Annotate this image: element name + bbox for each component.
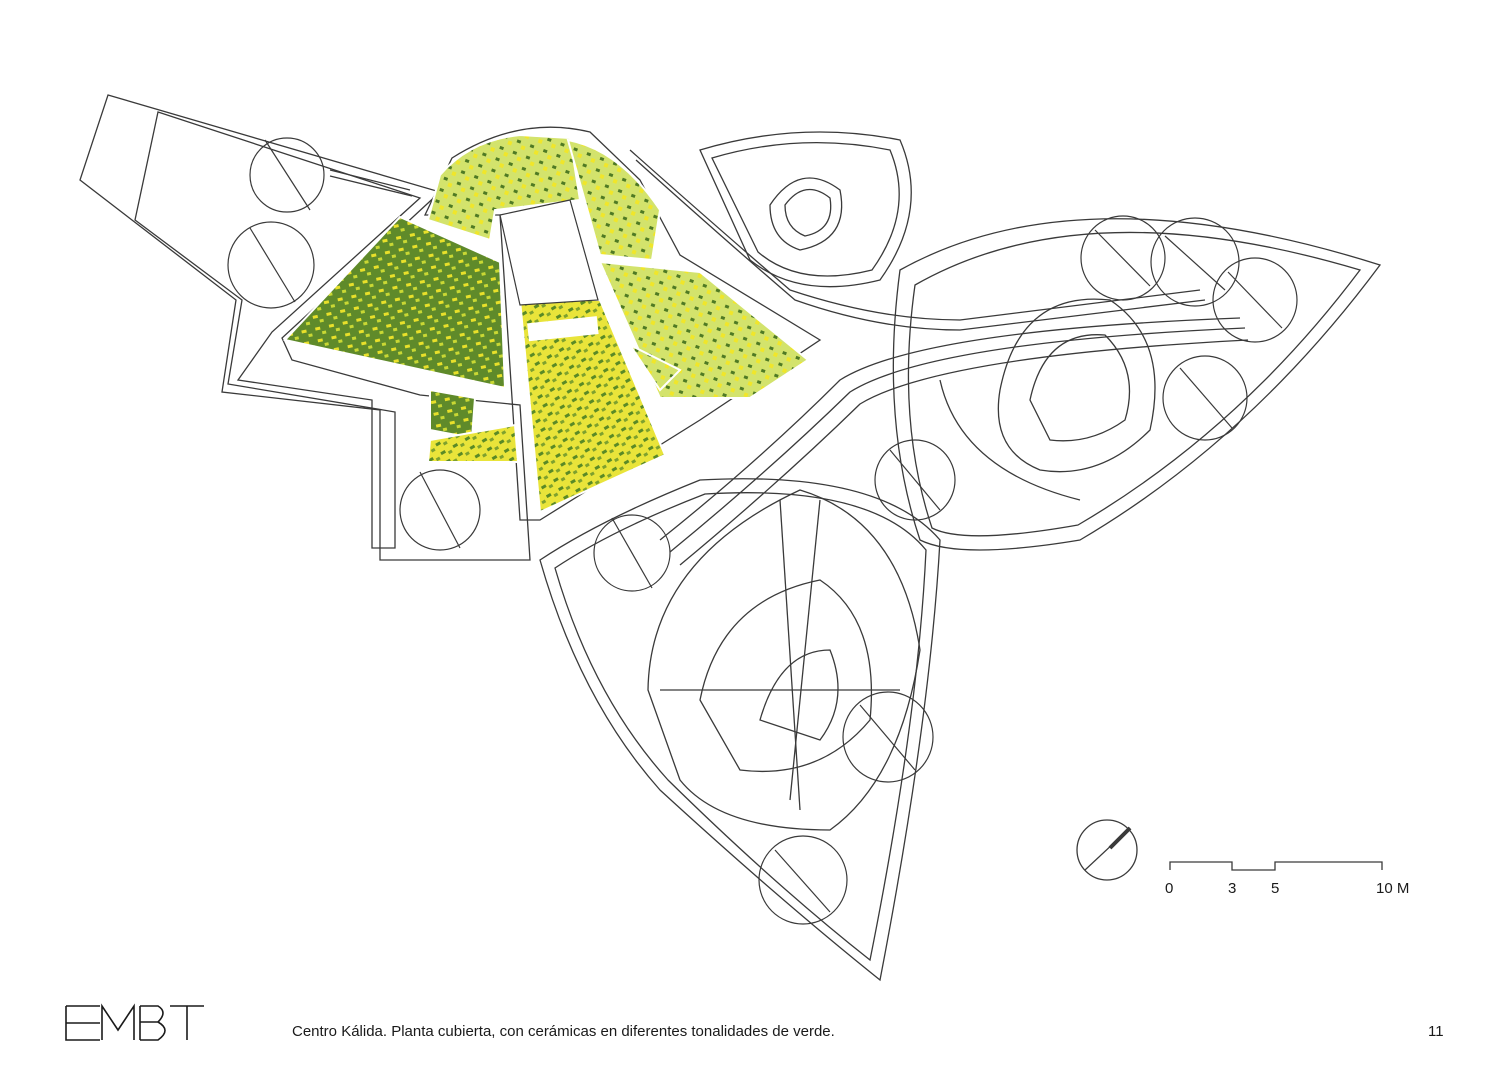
south-leaf-outer	[539, 478, 941, 982]
scale-label-3: 3	[1228, 880, 1237, 897]
tree	[1212, 257, 1298, 343]
central-outline	[423, 126, 822, 521]
outline-linework	[79, 94, 1382, 982]
east-leaf-outer	[892, 218, 1382, 551]
nw-wing-outer	[79, 94, 531, 561]
tree	[1080, 215, 1166, 301]
tree	[399, 469, 481, 551]
corridor-upper	[629, 149, 1201, 321]
tree	[842, 691, 934, 783]
corridor-upper-2	[635, 159, 1206, 331]
east-leaf-inner	[907, 231, 1362, 537]
corridor-lower-3	[679, 339, 1249, 566]
scale-label-5: 5	[1271, 880, 1280, 897]
roof-nw-dark	[283, 215, 507, 390]
roof-small-patch	[627, 342, 682, 392]
north-leaf	[699, 131, 912, 288]
scale-label-0: 0	[1165, 880, 1174, 897]
tree	[758, 835, 848, 925]
roof-ne-light	[566, 138, 662, 262]
tree	[1162, 355, 1248, 441]
tree	[593, 514, 671, 592]
tree	[249, 137, 325, 213]
roof-sw-small	[429, 388, 477, 440]
south-leaf-inner	[554, 492, 927, 962]
trees	[227, 137, 1298, 925]
scale-bar	[1169, 861, 1383, 871]
north-arrow-icon	[1076, 819, 1138, 881]
tree	[227, 221, 315, 309]
roof-sw-yellow	[426, 423, 520, 463]
nw-wing-inner	[134, 111, 422, 549]
figure-caption: Centro Kálida. Planta cubierta, con cerá…	[292, 1023, 835, 1040]
tree	[1150, 217, 1240, 307]
corridor-lower	[659, 317, 1241, 541]
ceramic-roof	[283, 133, 810, 514]
tree	[874, 439, 956, 521]
page-number: 11	[1428, 1023, 1444, 1040]
embt-logo	[65, 1003, 204, 1041]
roof-n-light	[426, 133, 582, 242]
scale-label-10m: 10 M	[1376, 880, 1410, 897]
